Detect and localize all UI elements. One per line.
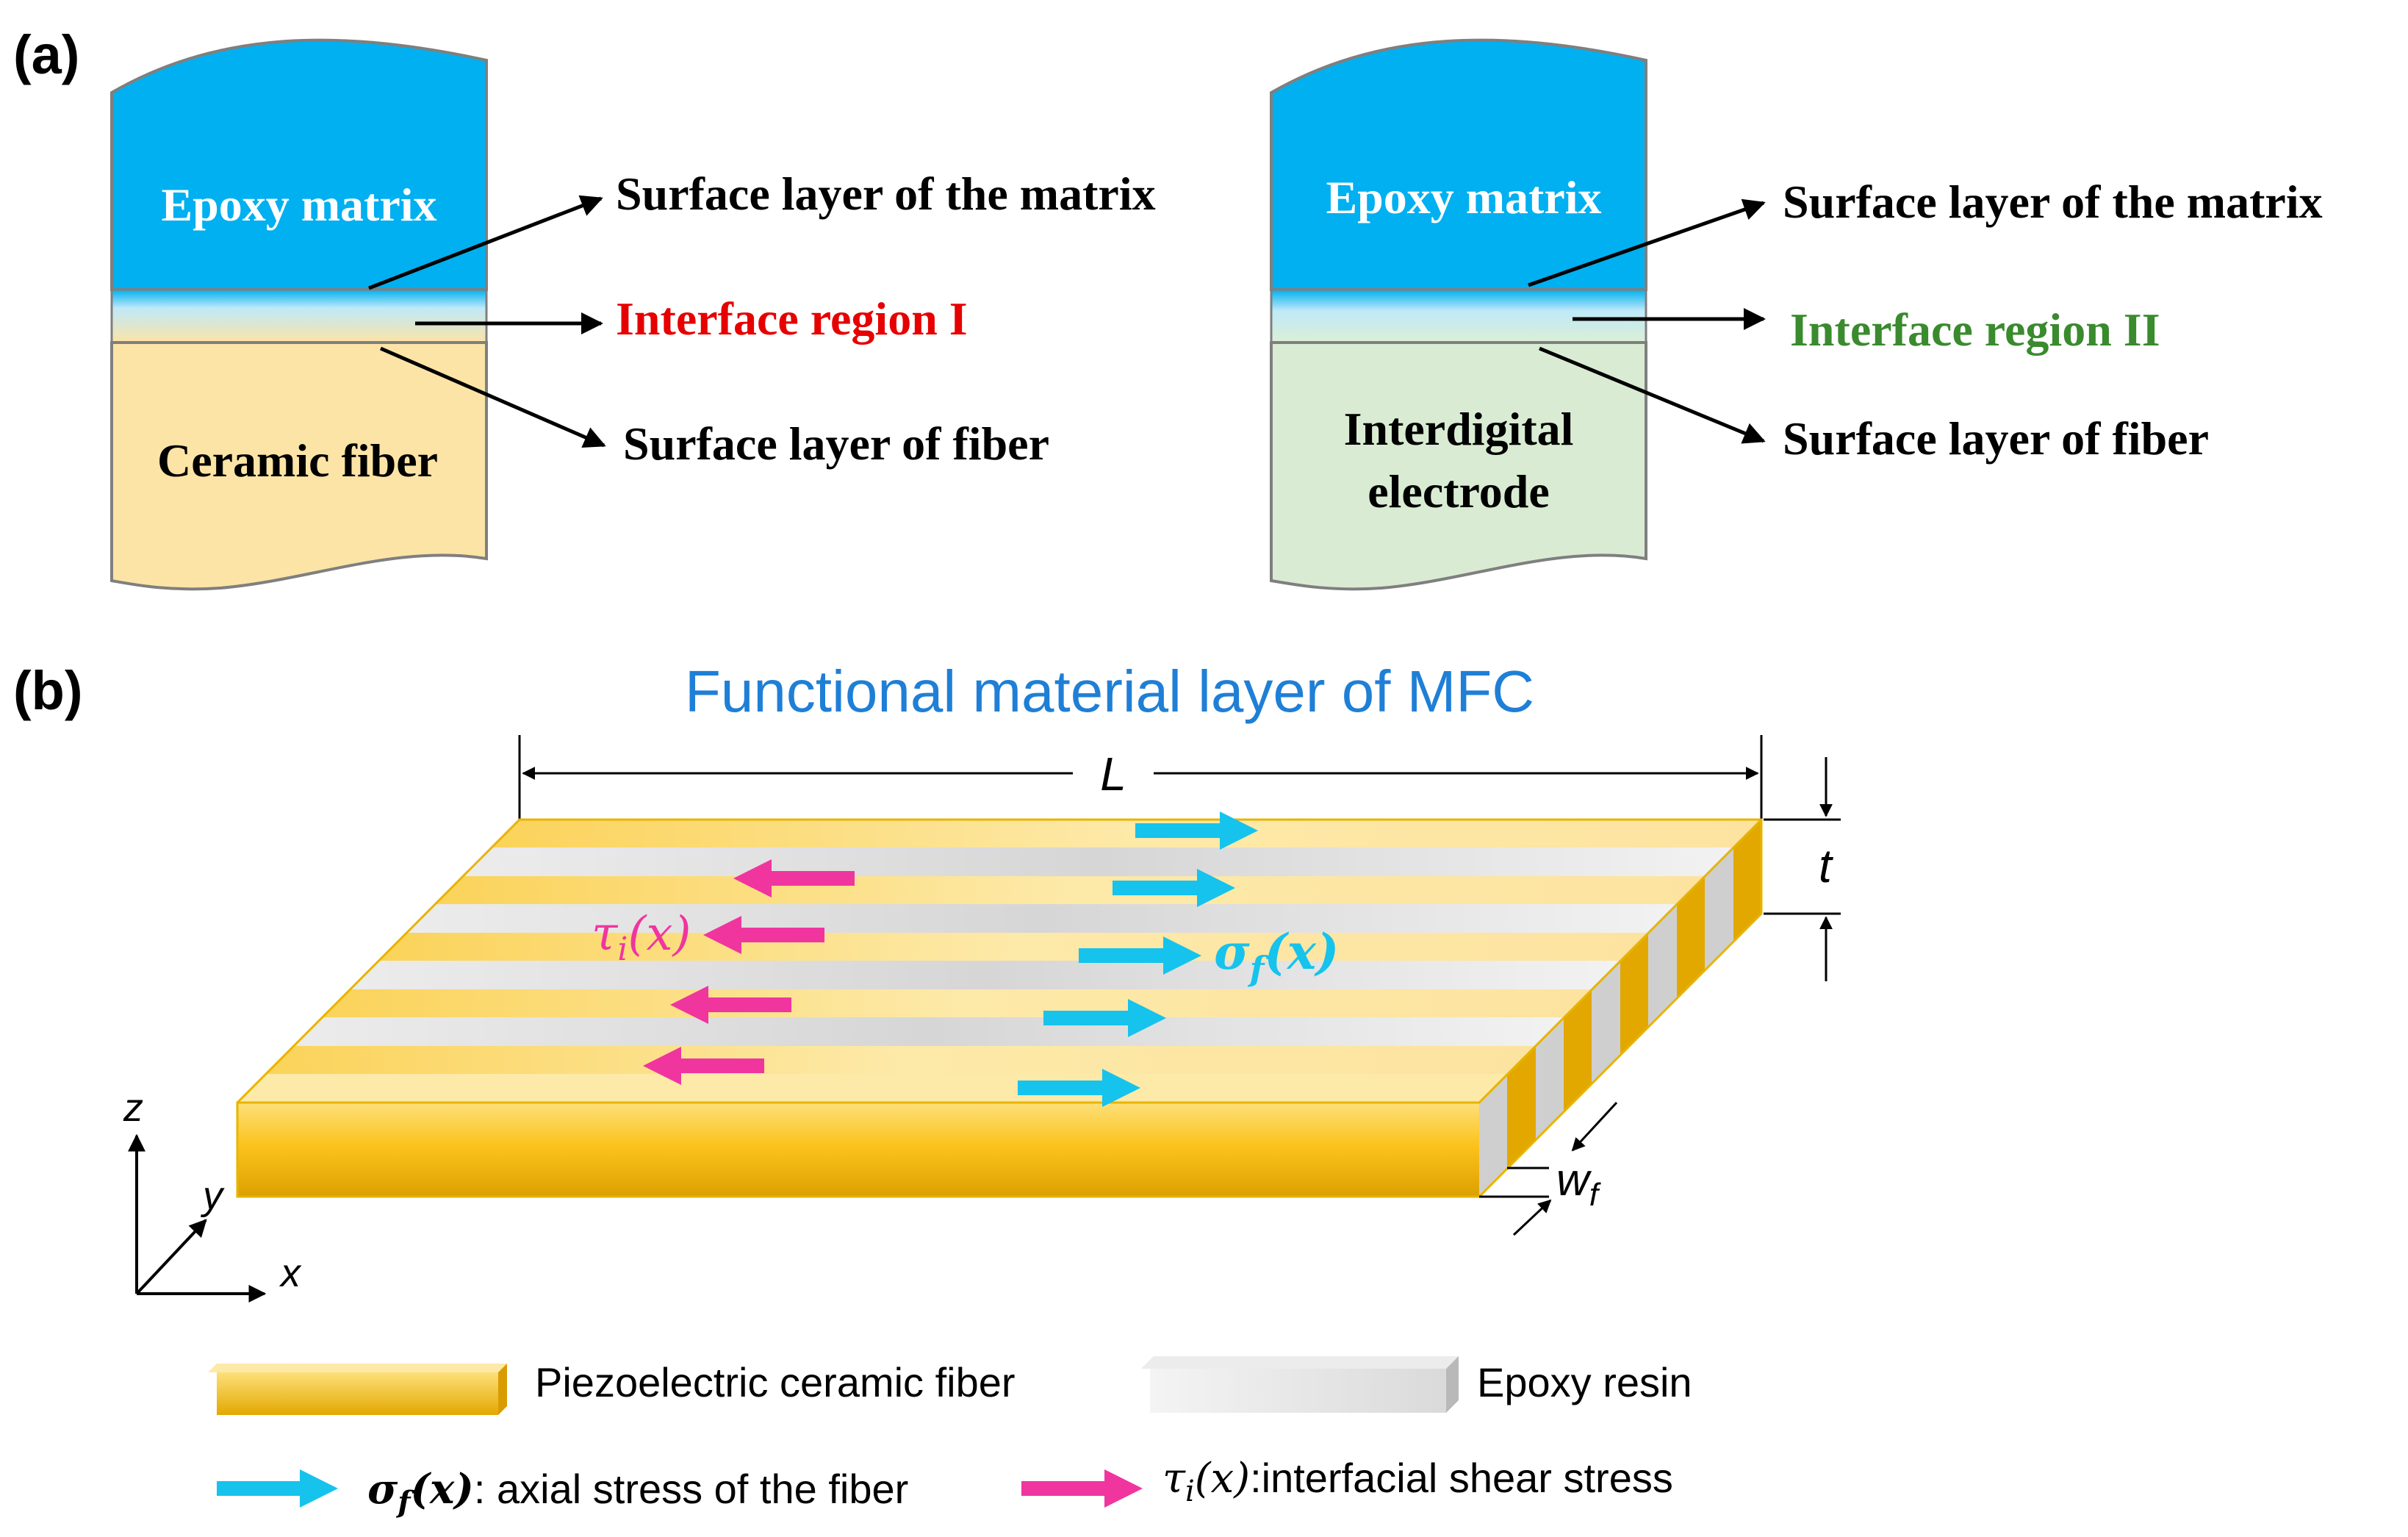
dim-width-main: w bbox=[1556, 1155, 1592, 1205]
legend-tau-arg: (x) bbox=[1195, 1455, 1250, 1502]
top-front-fiber-edge bbox=[237, 1074, 1507, 1103]
right-epoxy-matrix bbox=[1270, 38, 1647, 291]
right-interface-layer bbox=[1270, 288, 1647, 344]
legend-fiber-label: Piezoelectric ceramic fiber bbox=[535, 1359, 1016, 1405]
front-face-fiber bbox=[237, 1103, 1479, 1197]
sigma-main: σ bbox=[1214, 923, 1250, 981]
legend: Piezoelectric ceramic fiber Epoxy resin … bbox=[208, 1356, 1692, 1519]
stripe-fiber-1 bbox=[492, 820, 1761, 848]
right-interdigital-electrode bbox=[1270, 341, 1647, 591]
stripe-resin-3 bbox=[350, 961, 1620, 989]
dim-thickness-label: t bbox=[1819, 839, 1833, 892]
right-arrow-surface-matrix bbox=[1528, 198, 1766, 287]
side-resin-1 bbox=[1705, 848, 1733, 970]
right-callout-surface-fiber: Surface layer of fiber bbox=[1783, 412, 2209, 465]
coordinate-axes: z y x bbox=[123, 1086, 302, 1303]
side-resin-4 bbox=[1536, 1017, 1564, 1140]
legend-tau-sub: i bbox=[1185, 1475, 1195, 1508]
legend-resin-swatch bbox=[1141, 1356, 1459, 1413]
left-callout-interface: Interface region I bbox=[616, 293, 968, 345]
right-callout-surface-matrix: Surface layer of the matrix bbox=[1783, 176, 2323, 228]
legend-resin-label: Epoxy resin bbox=[1477, 1359, 1692, 1405]
panel-b-label: (b) bbox=[13, 660, 83, 721]
tau-arrows bbox=[643, 859, 855, 1085]
left-epoxy-matrix bbox=[110, 38, 488, 291]
legend-tau-main: τ bbox=[1162, 1455, 1186, 1502]
side-resin-2 bbox=[1648, 904, 1677, 1027]
left-ceramic-fiber bbox=[110, 341, 488, 591]
legend-tau-text: τi(x):interfacial shear stress bbox=[1162, 1455, 1673, 1508]
axis-y-line bbox=[135, 1219, 207, 1295]
stripe-fiber-2 bbox=[435, 876, 1705, 904]
sigma-arrows bbox=[1018, 812, 1258, 1107]
tau-arrow-1 bbox=[733, 859, 855, 898]
panel-a-label: (a) bbox=[13, 24, 79, 85]
tau-main: τ bbox=[592, 907, 619, 961]
tau-arrow-3 bbox=[670, 986, 791, 1024]
sigma-arrow-4 bbox=[1043, 999, 1166, 1037]
left-callout-surface-matrix: Surface layer of the matrix bbox=[616, 168, 1156, 220]
sigma-arrow-3 bbox=[1079, 936, 1201, 975]
mfc-layer-slab bbox=[236, 818, 1763, 1198]
side-resin-5 bbox=[1479, 1074, 1507, 1197]
legend-sigma-arg: (x) bbox=[411, 1465, 474, 1513]
axis-y-label: y bbox=[200, 1174, 225, 1218]
sigma-arg: (x) bbox=[1264, 923, 1339, 981]
legend-sigma-text: σf(x): axial stress of the fiber bbox=[367, 1465, 908, 1519]
left-callout-surface-fiber: Surface layer of fiber bbox=[623, 418, 1049, 470]
axis-x-label: x bbox=[278, 1251, 302, 1295]
right-electrode-label-line2: electrode bbox=[1367, 465, 1550, 517]
sigma-arrow-2 bbox=[1113, 869, 1235, 907]
sigma-arrow-5 bbox=[1018, 1069, 1140, 1107]
right-callout-interface: Interface region II bbox=[1790, 304, 2160, 356]
legend-sigma-main: σ bbox=[367, 1465, 398, 1513]
right-matrix-label: Epoxy matrix bbox=[1326, 171, 1601, 223]
right-interface-block: Epoxy matrix Interdigital electrode bbox=[1270, 38, 1647, 591]
legend-sigma-desc: : axial stress of the fiber bbox=[474, 1466, 908, 1512]
left-arrow-surface-fiber bbox=[380, 346, 606, 448]
right-electrode-label-line1: Interdigital bbox=[1344, 403, 1574, 455]
stripe-fiber-5 bbox=[265, 1046, 1536, 1074]
tau-arg: (x) bbox=[628, 907, 691, 961]
left-interface-layer bbox=[110, 288, 488, 344]
left-interface-block: Epoxy matrix Ceramic fiber bbox=[110, 38, 488, 591]
tau-arrow-4 bbox=[643, 1047, 764, 1085]
left-matrix-label: Epoxy matrix bbox=[161, 179, 436, 231]
left-fiber-label: Ceramic fiber bbox=[157, 434, 438, 487]
stripe-resin-4 bbox=[294, 1017, 1564, 1046]
sigma-label: σf(x) bbox=[1214, 923, 1339, 989]
stripe-fiber-3 bbox=[378, 933, 1648, 961]
dim-wf-arrow-2 bbox=[1512, 1199, 1552, 1236]
stripe-resin-1 bbox=[463, 848, 1733, 876]
panel-b-title: Functional material layer of MFC bbox=[685, 659, 1534, 724]
tau-arrow-2 bbox=[703, 916, 824, 954]
tau-sub: i bbox=[617, 931, 628, 968]
legend-fiber-swatch bbox=[208, 1364, 507, 1415]
right-arrow-surface-fiber bbox=[1539, 346, 1766, 444]
axis-z-label: z bbox=[123, 1086, 143, 1130]
stripe-fiber-4 bbox=[322, 989, 1592, 1017]
dim-wf-arrow-1 bbox=[1571, 1101, 1618, 1152]
dim-width-label: wf bbox=[1556, 1155, 1602, 1213]
left-arrow-surface-matrix bbox=[368, 195, 603, 290]
legend-tau-desc: :interfacial shear stress bbox=[1250, 1455, 1673, 1501]
tau-label: τi(x) bbox=[592, 907, 691, 968]
dim-length-label: L bbox=[1100, 748, 1126, 800]
sigma-arrow-1 bbox=[1135, 812, 1258, 850]
legend-sigma-arrow bbox=[217, 1469, 338, 1508]
legend-tau-arrow bbox=[1021, 1469, 1143, 1508]
side-resin-3 bbox=[1592, 961, 1620, 1083]
dim-width-sub: f bbox=[1589, 1177, 1602, 1213]
